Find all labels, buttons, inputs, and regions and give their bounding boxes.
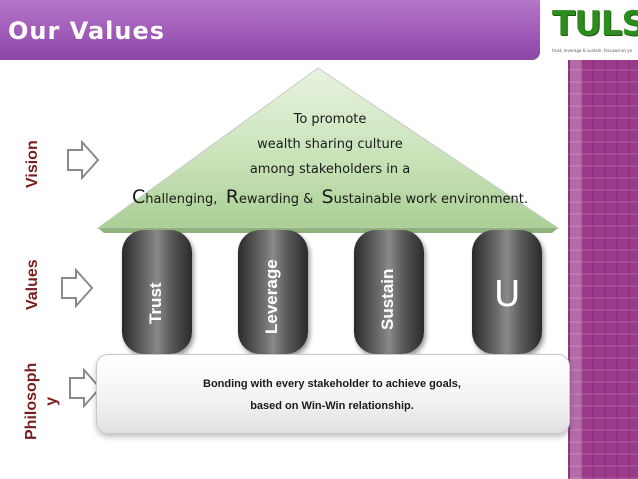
vision-statement: Challenging, Rewarding & Sustainable wor…	[110, 186, 550, 208]
pillar-label-sustain: Sustain	[378, 268, 397, 330]
logo-text: TULS	[552, 4, 638, 44]
right-outline-arrow-icon	[67, 140, 100, 180]
vision-word-challenging: hallenging,	[145, 192, 218, 207]
header-band: Our Values	[0, 0, 540, 60]
row-label-values: Values	[24, 259, 41, 310]
logo-tagline: trust, leverage & sustain, focused on yo…	[552, 48, 632, 53]
vision-initial-c: C	[132, 186, 146, 208]
pillar-label-leverage: Leverage	[262, 259, 281, 334]
philosophy-base	[96, 354, 570, 434]
right-outline-arrow-icon	[69, 368, 102, 408]
pillar-sustain: Sustain	[354, 230, 424, 354]
decorative-side-strip-highlight	[570, 60, 582, 479]
vision-line-2: wealth sharing culture	[257, 137, 403, 152]
row-label-vision: Vision	[24, 140, 41, 188]
philosophy-line-2: based on Win-Win relationship.	[250, 400, 414, 412]
vision-line-3: among stakeholders in a	[249, 162, 411, 177]
right-outline-arrow-icon	[61, 268, 94, 308]
company-logo: TULS trust, leverage & sustain, focused …	[548, 4, 638, 60]
vision-initial-r: R	[225, 186, 239, 208]
row-label-philosophy: Philosoph y	[23, 362, 60, 440]
vision-word-rewarding: ewarding &	[238, 192, 314, 207]
philosophy-line-1: Bonding with every stakeholder to achiev…	[203, 378, 461, 390]
vision-initial-s: S	[321, 186, 334, 208]
roof-shadow	[98, 228, 558, 233]
pillar-trust: Trust	[122, 230, 192, 354]
decorative-side-strip	[568, 60, 638, 479]
pillar-label-u: U	[494, 274, 521, 315]
vision-word-sustainable: ustainable work environment.	[333, 192, 528, 207]
pillar-label-trust: Trust	[146, 282, 165, 324]
page-title: Our Values	[8, 17, 166, 45]
vision-line-1: To promote	[293, 112, 367, 127]
pillar-leverage: Leverage	[238, 230, 308, 354]
pillar-u: U	[472, 230, 542, 354]
